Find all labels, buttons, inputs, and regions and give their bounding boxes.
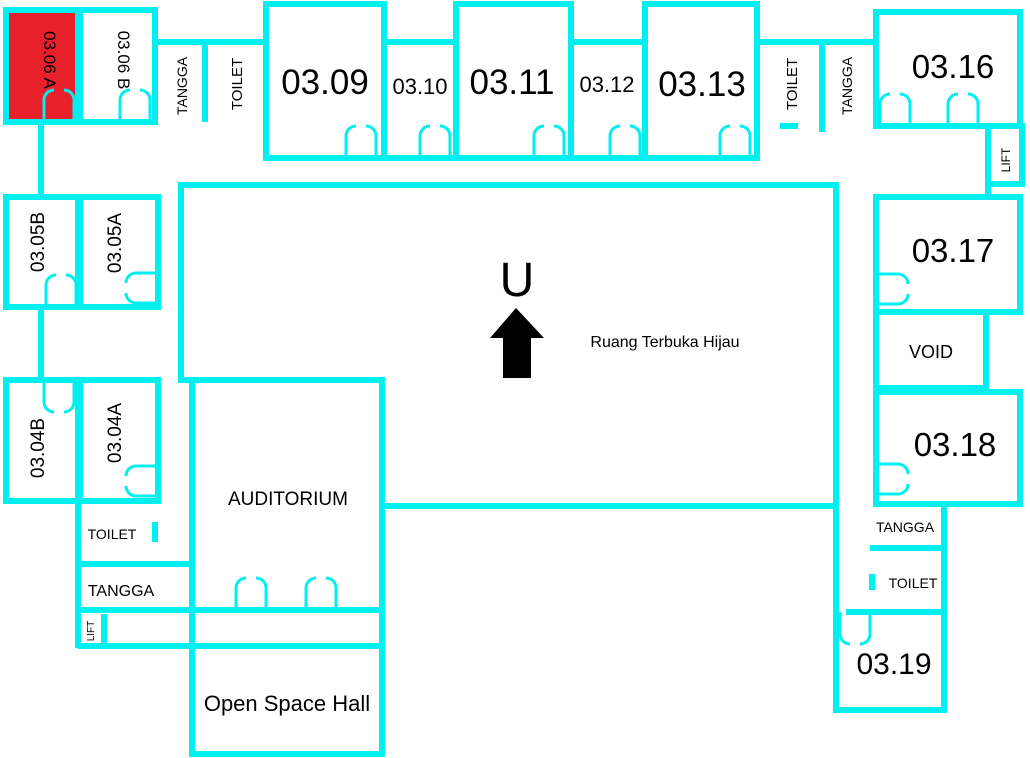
label-03-04b: 03.04B [28, 418, 49, 478]
label-03-12: 03.12 [579, 72, 634, 97]
room-03-12[interactable] [568, 39, 648, 161]
corridor-bottom [189, 607, 385, 649]
label-lift-left: LIFT [86, 621, 97, 642]
label-03-19: 03.19 [856, 648, 931, 681]
room-03-05a[interactable] [77, 194, 161, 310]
label-03-18: 03.18 [914, 426, 997, 463]
right-lower-outline [833, 506, 947, 713]
north-arrow-icon [490, 308, 544, 378]
label-tangga-right: TANGGA [876, 519, 935, 535]
label-tangga-top-left: TANGGA [174, 56, 190, 115]
label-03-11: 03.11 [470, 63, 555, 102]
label-03-04a: 03.04A [105, 403, 126, 464]
label-03-10: 03.10 [392, 74, 447, 99]
label-03-06b: 03.06 B [114, 31, 133, 90]
label-lift-right: LIFT [999, 147, 1013, 172]
lift-right-box [985, 123, 1025, 187]
label-tangga-top-right: TANGGA [839, 56, 855, 115]
open-space-hall[interactable] [189, 643, 385, 757]
label-03-16: 03.16 [912, 48, 995, 85]
north-label: U [500, 254, 535, 307]
room-03-06b[interactable] [77, 7, 158, 125]
label-toilet-left: TOILET [88, 526, 137, 542]
room-03-13[interactable] [642, 1, 760, 161]
label-toilet-top-right: TOILET [784, 58, 801, 110]
room-03-18[interactable] [873, 389, 1023, 507]
label-toilet-top-left: TOILET [229, 58, 246, 110]
label-open-space-hall: Open Space Hall [204, 691, 370, 716]
void [873, 309, 989, 391]
label-03-09: 03.09 [281, 63, 369, 102]
label-03-06a: 03.06 A [40, 31, 59, 89]
label-03-05b: 03.05B [28, 212, 49, 272]
room-03-04a[interactable] [77, 377, 161, 504]
label-void: VOID [909, 342, 953, 362]
door-swing-icon [42, 88, 980, 646]
label-tangga-left: TANGGA [88, 583, 155, 600]
label-auditorium: AUDITORIUM [228, 489, 348, 510]
label-courtyard: Ruang Terbuka Hijau [590, 334, 739, 351]
label-03-13: 03.13 [658, 65, 746, 104]
label-toilet-right: TOILET [889, 575, 938, 591]
label-03-17: 03.17 [912, 232, 995, 269]
label-03-05a: 03.05A [105, 213, 126, 274]
